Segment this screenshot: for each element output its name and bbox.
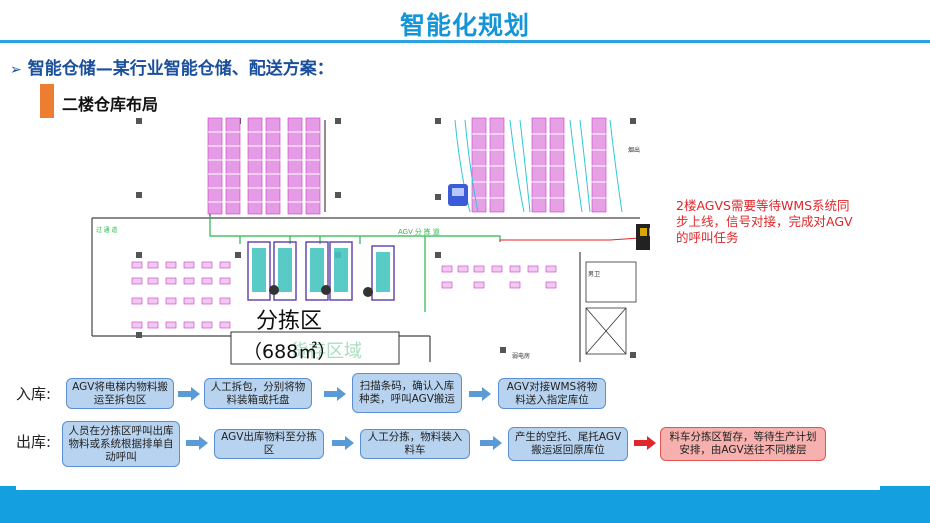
dock-icon (636, 224, 650, 250)
aisle-label-1: AGV 分 拣 道 (398, 227, 440, 236)
arrow-right-icon (186, 436, 208, 450)
zone-name: 分拣区 (256, 309, 322, 334)
arrow-right-icon (480, 436, 502, 450)
arrow-right-icon (324, 387, 346, 401)
arrow-right-icon (178, 387, 200, 401)
agv-route (209, 216, 501, 312)
rack-block-left (207, 117, 321, 215)
inbound-step-4: AGV对接WMS将物料送入指定库位 (498, 378, 606, 409)
arrow-right-icon (332, 436, 354, 450)
return-route (499, 237, 641, 242)
zone-box (230, 331, 400, 365)
title-bar: 智能化规划 (0, 0, 930, 44)
subtitle: ➢ 智能仓储—某行业智能仓储、配送方案： (10, 54, 334, 79)
arrow-right-icon (469, 387, 491, 401)
outbound-step-3: 人工分拣，物料装入料车 (360, 429, 470, 459)
aisle-label-2: 过 通 道 (96, 226, 117, 234)
outbound-step-1: 人员在分拣区呼叫出库物料或系统根据排单自动呼叫 (62, 421, 180, 467)
rack-block-right (471, 117, 607, 213)
zone-area: （688㎡） (243, 340, 336, 363)
outbound-label: 出库: (16, 433, 52, 451)
stair-core (585, 261, 637, 355)
inbound-step-2: 人工拆包，分别将物料装箱或托盘 (204, 378, 312, 409)
rack-dividers-left (208, 131, 320, 203)
inbound-step-1: AGV将电梯内物料搬运至拆包区 (66, 378, 174, 409)
room-label: 男卫 (588, 271, 600, 278)
section-title: 二楼仓库布局 (62, 95, 159, 114)
inbound-step-3: 扫描条码，确认入库种类，呼叫AGV搬运 (352, 373, 462, 413)
outbound-step-2: AGV出库物料至分拣区 (214, 429, 324, 459)
arrow-right-red-icon (634, 436, 656, 450)
outbound-step-4: 产生的空托、尾托AGV搬运返回原库位 (508, 427, 628, 461)
inbound-label: 入库: (16, 385, 52, 403)
title-divider (0, 40, 930, 43)
elevator-label: 弱电房 (512, 352, 530, 360)
tower-fills (252, 248, 390, 292)
zone-watermark: 货存区域 (290, 341, 362, 362)
wms-note: 2楼AGVS需要等待WMS系统同步上线，信号对接，完成对AGV的呼叫任务 (676, 198, 853, 245)
agv-paths-right (454, 119, 623, 213)
bullet-arrow-icon: ➢ (10, 62, 22, 78)
footer-bar (0, 486, 930, 523)
sorting-towers (247, 241, 395, 301)
pallet-rows-right (441, 265, 557, 289)
section-marker (40, 84, 54, 118)
pallet-rows-left (131, 261, 231, 329)
outbound-step-5: 料车分拣区暂存，等待生产计划安排，由AGV送往不同楼层 (660, 427, 826, 461)
subtitle-text: 智能仓储—某行业智能仓储、配送方案： (27, 59, 334, 79)
corner-label: 烟出 (628, 146, 640, 154)
agv-robot-icon (448, 184, 468, 206)
page-title: 智能化规划 (399, 11, 530, 40)
floor-plan: AGV 分 拣 道 过 通 道 男卫 烟出 弱电房 货存区域 (30, 117, 650, 370)
reel-icons (269, 285, 373, 297)
